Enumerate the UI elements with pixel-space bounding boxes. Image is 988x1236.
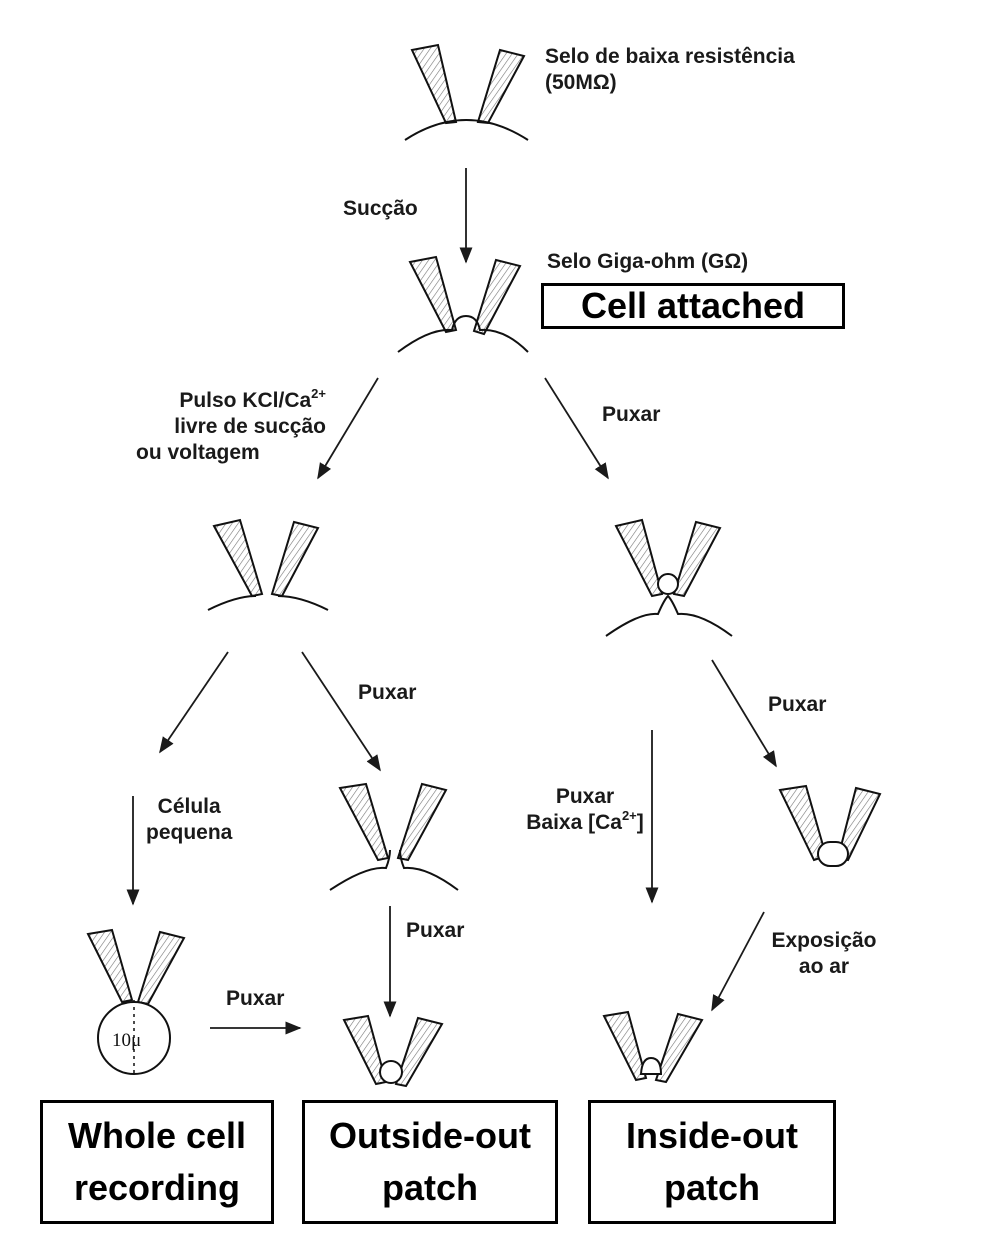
arrow-pull-right-top <box>545 378 608 478</box>
pull-center-label: Puxar <box>406 918 464 944</box>
low-seal-line1: Selo de baixa resistência <box>545 44 795 70</box>
small-cell-line1: Célula <box>146 794 232 820</box>
air-exposure-label: Exposição ao ar <box>762 928 886 980</box>
pull-left-mid-label: Puxar <box>358 680 416 706</box>
suction-label: Sucção <box>343 196 418 222</box>
outcome-outside-out-line1: Outside-out <box>329 1110 531 1162</box>
cell-attached-label: Cell attached <box>581 286 805 326</box>
outcome-whole-cell-line1: Whole cell <box>68 1110 246 1162</box>
pull-low-ca-line1: Puxar <box>522 784 648 810</box>
outcome-whole-cell-box: Whole cell recording <box>40 1100 274 1224</box>
outcome-inside-out-box: Inside-out patch <box>588 1100 836 1224</box>
air-exposure-line1: Exposição <box>762 928 886 954</box>
low-seal-label: Selo de baixa resistência (50MΩ) <box>545 44 795 96</box>
air-exposure-line2: ao ar <box>762 954 886 980</box>
low-seal-line2: (50MΩ) <box>545 70 795 96</box>
pulse-line3: ou voltagem <box>130 440 326 466</box>
giga-seal-label: Selo Giga-ohm (GΩ) <box>547 249 748 275</box>
pull-right-mid-label: Puxar <box>768 692 826 718</box>
pulse-line2: livre de sucção <box>130 414 326 440</box>
small-cell-line2: pequena <box>146 820 232 846</box>
arrow-pull-left-mid <box>302 652 380 770</box>
outcome-outside-out-line2: patch <box>329 1162 531 1214</box>
cell-attached-box: Cell attached <box>541 283 845 329</box>
arrow-pull-right-mid <box>712 660 776 766</box>
pull-whole-cell-label: Puxar <box>226 986 284 1012</box>
cell-membrane-1 <box>405 120 528 140</box>
membrane-patch-outside-out <box>380 1061 402 1083</box>
cell-membrane-2 <box>398 316 528 352</box>
cell-membrane-3r <box>606 596 732 636</box>
pull-low-ca-label: Puxar Baixa [Ca2+] <box>522 784 648 836</box>
membrane-vesicle-3r <box>658 574 678 594</box>
arrow-air-exposure <box>712 912 764 1010</box>
pipette-ruptured-membrane <box>214 520 318 596</box>
cell-membrane-3l-left <box>208 596 256 610</box>
pipette-giga-seal <box>410 257 520 334</box>
outcome-inside-out-line2: patch <box>626 1162 798 1214</box>
outcome-inside-out-line1: Inside-out <box>626 1110 798 1162</box>
pulse-label: Pulso KCl/Ca2+ livre de sucção ou voltag… <box>130 388 326 466</box>
outcome-whole-cell-line2: recording <box>68 1162 246 1214</box>
cell-membrane-3l-right <box>278 596 328 610</box>
membrane-vesicle-4r <box>818 842 848 866</box>
pull-right-top-label: Puxar <box>602 402 660 428</box>
membrane-patch-inside-out <box>641 1058 661 1074</box>
arrow-pulse <box>318 378 378 478</box>
cell-diameter-label: 10μ <box>112 1030 141 1051</box>
pulse-line1: Pulso KCl/Ca2+ <box>130 388 326 414</box>
small-cell-label: Célula pequena <box>146 794 232 846</box>
pipette-whole-cell <box>88 930 184 1004</box>
pipette-membrane-neck <box>340 784 446 860</box>
arrow-to-small-cell <box>160 652 228 752</box>
pull-low-ca-line2: Baixa [Ca2+] <box>522 810 648 836</box>
cell-membrane-4m <box>330 850 458 890</box>
outcome-outside-out-box: Outside-out patch <box>302 1100 558 1224</box>
pipette-low-resistance-seal <box>412 45 524 123</box>
